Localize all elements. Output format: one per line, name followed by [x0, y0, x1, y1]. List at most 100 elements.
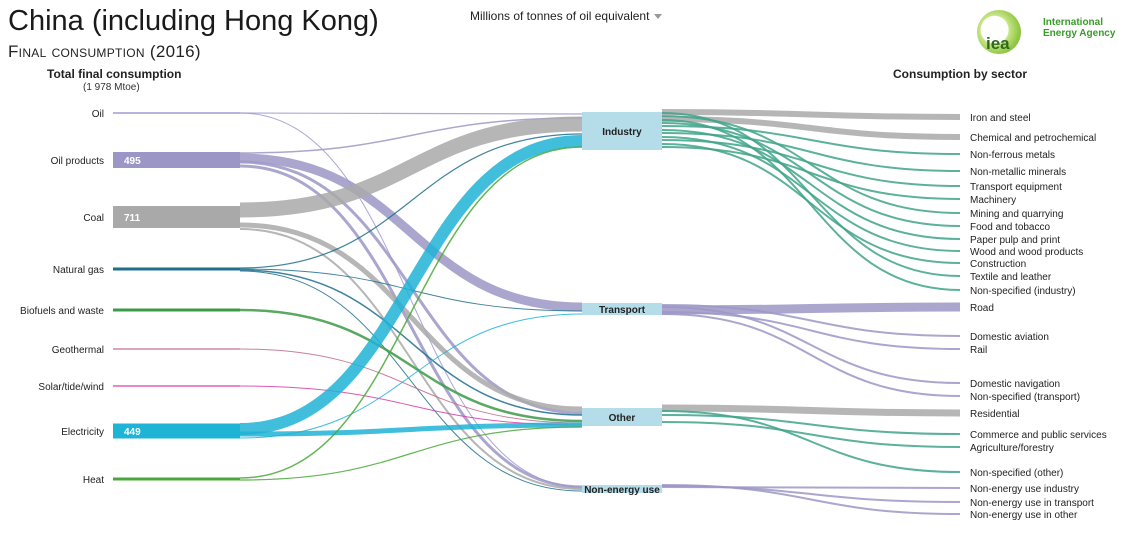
sector-label[interactable]: Transport equipment	[970, 182, 1062, 193]
flow-heat-to-other	[239, 426, 583, 481]
source-label-oil[interactable]: Oil	[92, 109, 104, 120]
hub-label-transport[interactable]: Transport	[599, 305, 646, 316]
sector-label[interactable]: Domestic navigation	[970, 379, 1060, 390]
source-label-geothermal[interactable]: Geothermal	[52, 345, 104, 356]
sector-label[interactable]: Construction	[970, 259, 1026, 270]
source-band-electricity[interactable]	[113, 423, 240, 439]
flow-geothermal-to-other	[239, 348, 583, 424]
sector-label[interactable]: Textile and leather	[970, 272, 1052, 283]
source-label-heat[interactable]: Heat	[83, 475, 104, 486]
hub-node-transport[interactable]	[582, 303, 662, 315]
sector-flow-12	[661, 119, 961, 291]
iea-logo-line2: Energy Agency	[1043, 28, 1116, 39]
chevron-down-icon	[654, 14, 663, 20]
sector-flow-8	[661, 129, 961, 240]
flow-oil_products-to-industry	[239, 117, 583, 154]
source-band-coal[interactable]	[113, 206, 240, 228]
source-band-geothermal[interactable]	[113, 348, 240, 350]
sector-label[interactable]: Food and tobacco	[970, 222, 1050, 233]
sector-label[interactable]: Road	[970, 303, 994, 314]
flow-natural_gas-to-nonenergy	[239, 270, 583, 492]
sector-label[interactable]: Non-energy use industry	[970, 484, 1079, 495]
sector-label[interactable]: Non-energy use in other	[970, 510, 1078, 521]
source-label-biofuels[interactable]: Biofuels and waste	[20, 306, 104, 317]
hub-label-other[interactable]: Other	[609, 413, 636, 424]
flow-oil-to-nonenergy	[239, 112, 583, 488]
flow-natural_gas-to-other	[239, 269, 583, 416]
source-label-coal[interactable]: Coal	[83, 213, 104, 224]
iea-logo-mark: iea	[986, 34, 1010, 53]
hub-label-industry[interactable]: Industry	[602, 127, 642, 138]
flow-oil_products-to-nonenergy	[239, 164, 583, 489]
flow-biofuels-to-other	[239, 308, 583, 423]
unit-dropdown-label: Millions of tonnes of oil equivalent	[470, 9, 650, 23]
sector-flow-24	[661, 484, 961, 515]
flow-oil-to-industry	[239, 112, 583, 115]
source-band-biofuels[interactable]	[113, 308, 240, 312]
sector-flow-18	[661, 404, 961, 417]
source-label-oil_products[interactable]: Oil products	[51, 156, 104, 167]
hub-node-nonenergy[interactable]	[582, 485, 662, 493]
hub-node-other[interactable]	[582, 408, 662, 426]
sector-label[interactable]: Non-ferrous metals	[970, 150, 1055, 161]
sector-flow-11	[661, 112, 961, 277]
sector-label[interactable]: Domestic aviation	[970, 332, 1049, 343]
sector-label[interactable]: Agriculture/forestry	[970, 443, 1054, 454]
source-value-electricity: 449	[124, 427, 141, 438]
flow-coal-to-nonenergy	[239, 228, 583, 490]
unit-dropdown[interactable]: Millions of tonnes of oil equivalent	[470, 9, 663, 23]
sector-label[interactable]: Non-specified (industry)	[970, 286, 1076, 297]
sector-label[interactable]: Non-metallic minerals	[970, 167, 1066, 178]
flow-heat-to-industry	[239, 146, 583, 479]
sector-label[interactable]: Non-specified (transport)	[970, 392, 1080, 403]
iea-logo-icon	[977, 10, 1021, 54]
sector-flow-15	[661, 311, 961, 350]
source-label-solar[interactable]: Solar/tide/wind	[38, 382, 104, 393]
source-label-natural_gas[interactable]: Natural gas	[53, 265, 104, 276]
sector-label[interactable]: Commerce and public services	[970, 430, 1107, 441]
source-band-heat[interactable]	[113, 477, 240, 481]
hub-label-nonenergy[interactable]: Non-energy use	[584, 485, 660, 496]
right-column-title: Consumption by sector	[893, 67, 1028, 81]
flow-coal-to-industry	[239, 116, 583, 218]
sector-flow-0	[661, 109, 961, 120]
sector-label[interactable]: Chemical and petrochemical	[970, 133, 1096, 144]
iea-logo-line1: International	[1043, 17, 1104, 28]
page-subtitle: Final consumption (2016)	[8, 42, 201, 61]
sector-label[interactable]: Wood and wood products	[970, 247, 1083, 258]
sector-label[interactable]: Machinery	[970, 195, 1016, 206]
sector-flow-14	[661, 304, 961, 337]
iea-logo-text: International Energy Agency	[1043, 17, 1115, 39]
hub-node-industry[interactable]	[582, 112, 662, 150]
sector-flow-4	[661, 139, 961, 187]
flow-electricity-to-industry	[239, 135, 583, 435]
source-band-oil_products[interactable]	[113, 152, 240, 168]
sector-flow-5	[661, 146, 961, 200]
iea-logo[interactable]: iea International Energy Agency	[977, 10, 1127, 60]
left-column-title: Total final consumption	[47, 67, 182, 81]
source-band-natural_gas[interactable]	[113, 267, 240, 271]
source-value-oil_products: 495	[124, 156, 141, 167]
flow-natural_gas-to-industry	[239, 133, 583, 269]
sector-flow-20	[661, 421, 961, 448]
sector-label[interactable]: Rail	[970, 345, 987, 356]
left-column-subtitle: (1 978 Mtoe)	[83, 82, 140, 93]
sector-label[interactable]: Iron and steel	[970, 113, 1031, 124]
flow-oil_products-to-transport	[239, 153, 583, 312]
flow-electricity-to-other	[239, 422, 583, 437]
sector-label[interactable]: Residential	[970, 409, 1019, 420]
source-value-coal: 711	[124, 213, 141, 224]
source-band-oil[interactable]	[113, 112, 240, 114]
flow-coal-to-other	[239, 222, 583, 412]
page-title: China (including Hong Kong)	[8, 5, 379, 37]
sector-flow-21	[661, 410, 961, 473]
sector-label[interactable]: Mining and quarrying	[970, 209, 1063, 220]
source-label-electricity[interactable]: Electricity	[61, 427, 104, 438]
source-band-solar[interactable]	[113, 385, 240, 387]
sector-label[interactable]: Non-specified (other)	[970, 468, 1063, 479]
sector-label[interactable]: Non-energy use in transport	[970, 498, 1094, 509]
sector-flow-17	[661, 313, 961, 397]
sector-flow-16	[661, 306, 961, 384]
sector-label[interactable]: Paper pulp and print	[970, 235, 1060, 246]
